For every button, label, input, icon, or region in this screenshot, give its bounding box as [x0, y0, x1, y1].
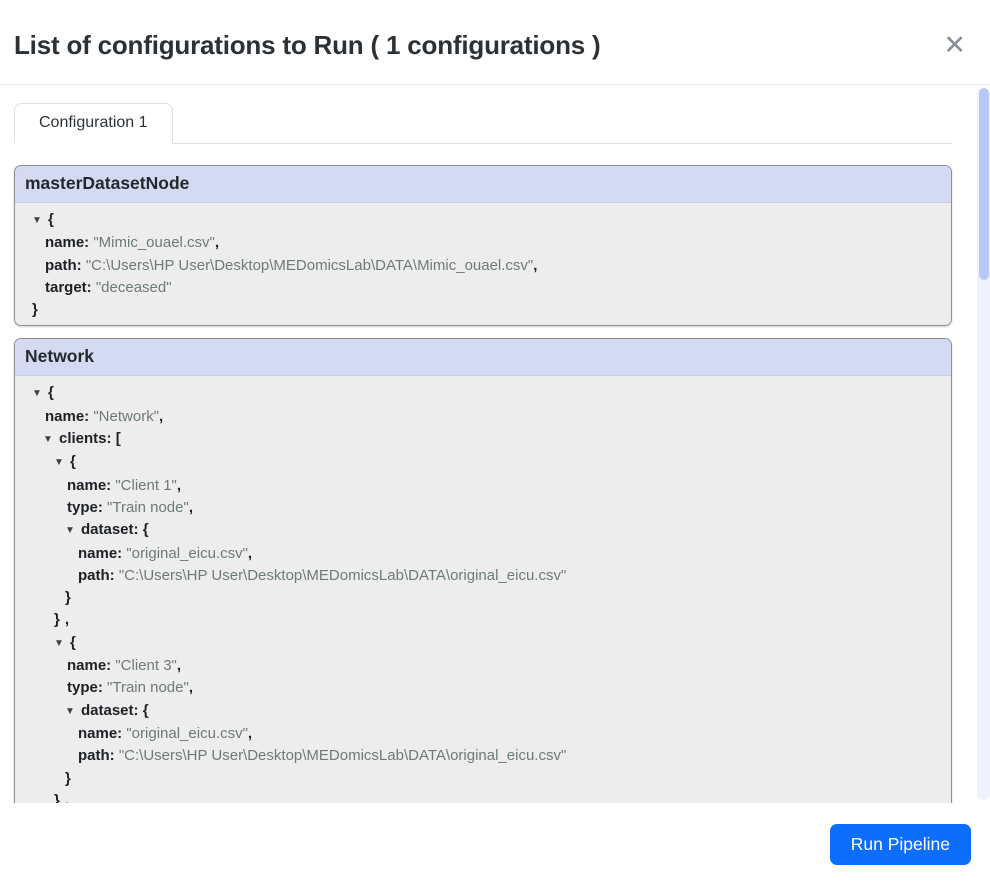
json-line: name: "Client 3",	[21, 655, 945, 677]
config-panel: Network▼{name: "Network",▼clients: [▼{na…	[14, 338, 952, 803]
json-comma: ,	[188, 498, 193, 516]
json-comma: ,	[533, 256, 538, 274]
json-line: path: "C:\Users\HP User\Desktop\MEDomics…	[21, 565, 945, 587]
json-value: "Train node"	[107, 679, 189, 697]
json-key: name:	[78, 724, 127, 742]
json-line: ▼ clients: [	[21, 428, 945, 451]
json-close-bracket: }	[54, 611, 60, 629]
run-pipeline-button[interactable]: Run Pipeline	[829, 823, 971, 865]
json-key: dataset:	[81, 701, 143, 719]
config-panel: masterDatasetNode▼{name: "Mimic_ouael.cs…	[14, 165, 952, 327]
json-key: type:	[67, 679, 108, 697]
modal-header: List of configurations to Run ( 1 config…	[0, 0, 990, 85]
json-comma: ,	[214, 234, 220, 252]
json-open-bracket: {	[48, 384, 54, 402]
json-open-bracket: {	[142, 521, 149, 539]
tab-configuration-1[interactable]: Configuration 1	[14, 103, 173, 144]
panel-title: Network	[15, 339, 951, 377]
json-line: name: "original_eicu.csv",	[21, 723, 945, 745]
json-close-bracket: }	[65, 589, 71, 607]
json-key: name:	[45, 234, 94, 252]
json-value: "deceased"	[95, 278, 172, 296]
json-line: }	[21, 299, 945, 321]
collapse-arrow-icon[interactable]: ▼	[54, 457, 64, 469]
json-line: ▼ dataset: {	[21, 519, 945, 542]
json-tree: ▼{name: "Network",▼clients: [▼{name: "Cl…	[15, 376, 951, 803]
json-line: type: "Train node",	[21, 677, 945, 699]
json-line: ▼{	[21, 451, 945, 474]
json-line: type: "Train node",	[21, 497, 945, 519]
panels: masterDatasetNode▼{name: "Mimic_ouael.cs…	[14, 165, 952, 803]
json-line: name: "Client 1",	[21, 475, 945, 497]
json-value: "C:\Users\HP User\Desktop\MEDomicsLab\DA…	[118, 747, 567, 765]
json-value: "original_eicu.csv"	[126, 724, 248, 742]
json-line: },	[21, 609, 945, 631]
json-close-bracket: }	[54, 791, 60, 803]
json-comma: ,	[188, 679, 193, 697]
modal-footer: Run Pipeline	[0, 803, 990, 885]
collapse-arrow-icon[interactable]: ▼	[65, 705, 75, 717]
json-line: name: "original_eicu.csv",	[21, 543, 945, 565]
json-line: name: "Mimic_ouael.csv",	[21, 232, 945, 254]
json-value: "Client 3"	[115, 657, 177, 675]
json-key: name:	[67, 657, 116, 675]
close-icon[interactable]: ✕	[939, 31, 970, 59]
json-value: "Mimic_ouael.csv"	[93, 234, 215, 252]
json-line: }	[21, 768, 945, 790]
modal-body: Configuration 1 masterDatasetNode▼{name:…	[0, 85, 990, 803]
json-open-bracket: {	[70, 633, 76, 651]
json-open-bracket: {	[70, 453, 76, 471]
collapse-arrow-icon[interactable]: ▼	[32, 215, 42, 226]
json-key: name:	[67, 476, 116, 494]
json-line: name: "Network",	[21, 406, 945, 428]
json-key: name:	[78, 544, 127, 562]
json-line: target: "deceased"	[21, 277, 945, 299]
json-line: }	[21, 587, 945, 609]
tab-bar: Configuration 1	[14, 103, 952, 144]
json-comma: ,	[159, 407, 164, 425]
collapse-arrow-icon[interactable]: ▼	[65, 525, 75, 537]
json-value: "original_eicu.csv"	[126, 544, 248, 562]
json-key: clients:	[59, 430, 116, 448]
json-open-bracket: {	[48, 211, 54, 228]
json-tree: ▼{name: "Mimic_ouael.csv",path: "C:\User…	[15, 203, 951, 326]
json-value: "C:\Users\HP User\Desktop\MEDomicsLab\DA…	[118, 566, 567, 584]
scrollbar-track[interactable]	[977, 88, 990, 800]
json-key: name:	[45, 407, 94, 425]
json-line: ▼{	[21, 209, 945, 232]
json-value: "C:\Users\HP User\Desktop\MEDomicsLab\DA…	[85, 256, 534, 274]
json-key: path:	[45, 256, 86, 274]
json-line: path: "C:\Users\HP User\Desktop\MEDomics…	[21, 255, 945, 277]
json-comma: ,	[64, 611, 70, 629]
json-key: path:	[78, 747, 119, 765]
json-key: path:	[78, 566, 119, 584]
json-line: },	[21, 790, 945, 803]
modal-title: List of configurations to Run ( 1 config…	[14, 29, 601, 60]
json-comma: ,	[176, 476, 182, 494]
json-value: "Network"	[93, 407, 160, 425]
json-close-bracket: }	[65, 769, 71, 787]
collapse-arrow-icon[interactable]: ▼	[43, 434, 53, 446]
json-line: ▼{	[21, 632, 945, 655]
json-value: "Client 1"	[115, 476, 177, 494]
json-open-bracket: [	[115, 430, 121, 448]
json-value: "Train node"	[107, 498, 189, 516]
collapse-arrow-icon[interactable]: ▼	[54, 637, 64, 649]
json-line: ▼{	[21, 382, 945, 405]
scrollbar-thumb[interactable]	[978, 88, 989, 280]
json-comma: ,	[247, 544, 253, 562]
json-open-bracket: {	[142, 701, 149, 719]
collapse-arrow-icon[interactable]: ▼	[32, 388, 42, 400]
json-key: dataset:	[81, 521, 143, 539]
json-line: path: "C:\Users\HP User\Desktop\MEDomics…	[21, 745, 945, 767]
json-close-bracket: }	[32, 301, 38, 319]
json-comma: ,	[64, 791, 70, 803]
json-key: target:	[45, 278, 96, 296]
json-comma: ,	[176, 657, 182, 675]
json-key: type:	[67, 498, 108, 516]
panel-title: masterDatasetNode	[15, 166, 951, 203]
json-comma: ,	[247, 724, 253, 742]
json-line: ▼ dataset: {	[21, 700, 945, 723]
